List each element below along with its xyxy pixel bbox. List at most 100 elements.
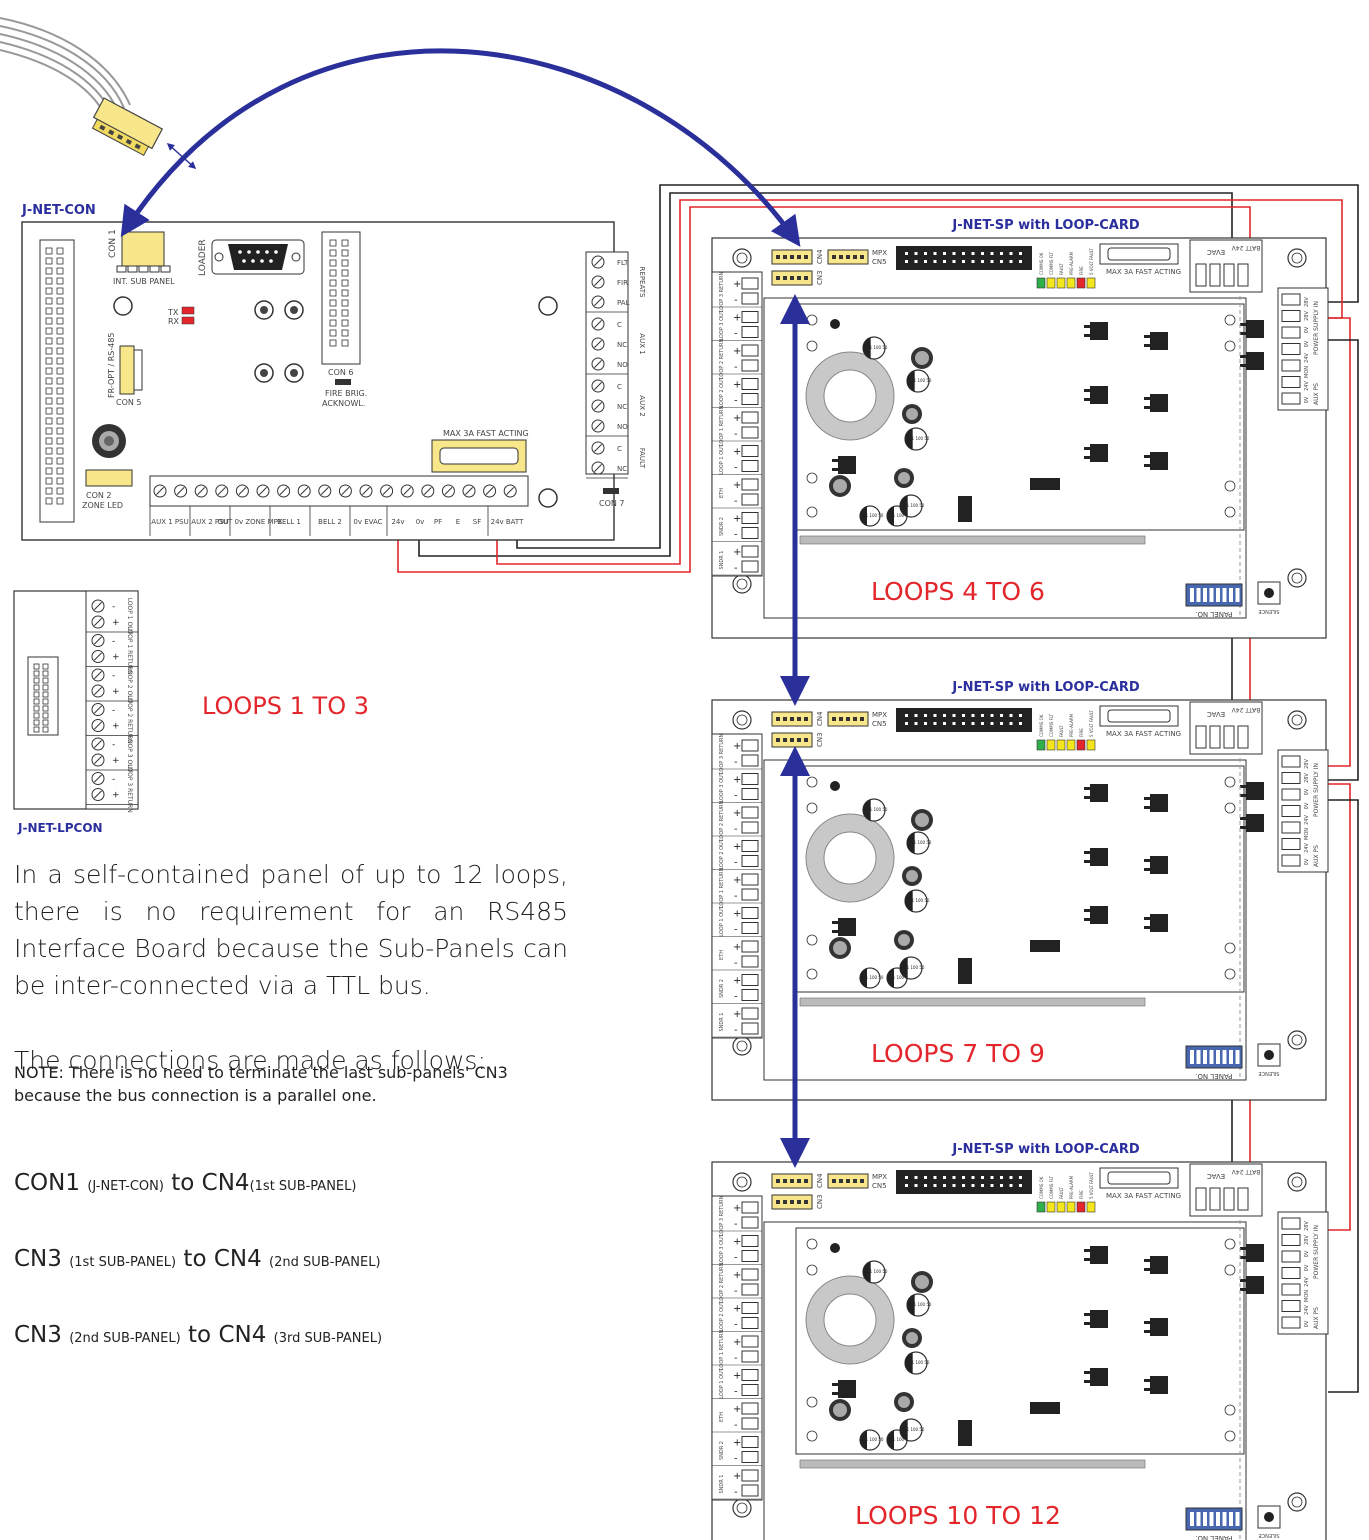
conn1-to-note: (1st SUB-PANEL) [249,1179,357,1194]
svg-text:COMMS FLT: COMMS FLT [1049,713,1054,737]
svg-text:311 100 50: 311 100 50 [861,975,884,980]
svg-text:-: - [112,706,115,716]
conn3-to: CN4 [218,1322,267,1348]
svg-text:-: - [734,958,738,969]
svg-text:ETH: ETH [719,950,725,960]
svg-text:SNDR 2: SNDR 2 [719,517,725,536]
svg-text:-: - [734,1387,738,1398]
svg-text:+: + [733,1438,741,1449]
conn1-from: CON1 [14,1170,81,1196]
svg-text:0V: 0V [1304,802,1310,809]
svg-text:+: + [733,842,741,853]
intro-paragraph: In a self-contained panel of up to 12 lo… [14,860,568,1000]
svg-text:SILENCE: SILENCE [1259,1532,1280,1538]
svg-text:-: - [734,530,738,541]
svg-text:CN3: CN3 [816,732,824,747]
svg-text:+: + [733,447,741,458]
svg-text:SNDR 2: SNDR 2 [719,1441,725,1460]
svg-text:311 100 50: 311 100 50 [865,1269,888,1274]
note-text: NOTE: There is no need to terminate the … [14,1063,508,1105]
sub-panel-loops-label: LOOPS 7 TO 9 [871,1039,1045,1068]
svg-text:LOOP 1 RETURN: LOOP 1 RETURN [719,406,725,447]
svg-text:311 100 50: 311 100 50 [888,975,911,980]
svg-text:FLT: FLT [617,259,629,267]
svg-text:+: + [112,687,120,697]
svg-text:311 100 50: 311 100 50 [865,345,888,350]
svg-text:-: - [112,775,115,785]
svg-text:5 VOLT FAULT: 5 VOLT FAULT [1089,1172,1094,1199]
svg-text:28V: 28V [1304,759,1310,769]
sub-panel-loops-label: LOOPS 4 TO 6 [871,577,1045,606]
conn3-to-word: to [188,1322,212,1348]
conn3-from: CN3 [14,1322,62,1348]
conn1-to-word: to [171,1170,195,1196]
conn3-from-note: (2nd SUB-PANEL) [69,1331,181,1346]
svg-text:LOOP 2 RETURN: LOOP 2 RETURN [126,695,133,744]
svg-text:POWER SUPPLY IN: POWER SUPPLY IN [1313,1225,1320,1279]
svg-text:SNDR 1: SNDR 1 [719,1474,725,1493]
svg-text:-: - [734,1420,738,1431]
svg-text:+: + [733,775,741,786]
loader-label: LOADER [198,239,208,276]
svg-text:BATT 24V: BATT 24V [1231,706,1261,713]
svg-text:24V: 24V [1304,1277,1310,1287]
svg-text:C: C [617,321,622,329]
svg-text:-: - [112,740,115,750]
svg-text:-: - [734,463,738,474]
svg-text:LOOP 2 RETURN: LOOP 2 RETURN [719,339,725,380]
svg-text:LOOP 2 OUT: LOOP 2 OUT [719,838,725,869]
svg-text:+: + [733,380,741,391]
svg-text:PRE-ALARM: PRE-ALARM [1069,713,1074,737]
svg-text:-: - [734,1353,738,1364]
ribbon-header-mid [329,239,349,347]
connections-intro: The connections are made as follows: [14,1046,486,1075]
lpcon-header [33,663,49,733]
svg-text:MON: MON [1304,366,1310,378]
svg-text:C: C [617,445,622,453]
conn1-to: CN4 [201,1170,250,1196]
connection-line-2: CN3 (1st SUB-PANEL) to CN4 (2nd SUB-PANE… [14,1246,381,1272]
svg-text:E: E [456,518,460,526]
svg-text:-: - [112,637,115,647]
ribbon-header-left [45,247,64,505]
svg-text:SNDR 2: SNDR 2 [719,979,725,998]
svg-text:0V: 0V [1304,1264,1310,1271]
svg-text:+: + [733,1009,741,1020]
con1-label: CON 1 [108,229,118,258]
svg-text:+: + [733,514,741,525]
svg-text:+: + [733,808,741,819]
svg-text:311 100 50: 311 100 50 [907,1360,930,1365]
svg-text:LOOP 1 OUT: LOOP 1 OUT [719,1367,725,1398]
svg-text:-: - [734,1286,738,1297]
svg-text:-: - [734,1454,738,1465]
svg-text:+: + [733,909,741,920]
svg-text:+: + [733,346,741,357]
svg-text:-: - [734,563,738,574]
con-board-title: J-NET-CON [21,203,96,218]
svg-text:COMMS FLT: COMMS FLT [1049,1175,1054,1199]
svg-text:24V: 24V [1304,1305,1310,1315]
j-net-lpcon-board: -+LOOP 1 OUT-+LOOP 1 RETURN-+LOOP 2 OUT-… [13,590,369,835]
svg-text:0V: 0V [1304,340,1310,347]
svg-text:+: + [112,791,120,801]
svg-text:POWER SUPPLY IN: POWER SUPPLY IN [1313,763,1320,817]
svg-text:BATT 24V: BATT 24V [1231,1168,1261,1175]
svg-text:24v BATT: 24v BATT [491,518,524,526]
svg-text:-: - [734,992,738,1003]
svg-text:PANEL NO.: PANEL NO. [1195,1534,1232,1540]
svg-text:28V: 28V [1304,1235,1310,1245]
conn3-to-note: (3rd SUB-PANEL) [273,1331,383,1346]
svg-text:COMMS OK: COMMS OK [1039,252,1044,275]
svg-text:BELL 2: BELL 2 [318,518,342,526]
svg-text:-: - [734,925,738,936]
svg-text:311 100 50: 311 100 50 [865,807,888,812]
svg-text:LOOP 2 RETURN: LOOP 2 RETURN [719,801,725,842]
svg-text:LOOP 1 RETURN: LOOP 1 RETURN [719,1330,725,1371]
svg-text:-: - [734,496,738,507]
svg-text:+: + [112,653,120,663]
sub-panel-title: J-NET-SP with LOOP-CARD [951,218,1139,233]
conn2-from: CN3 [14,1246,62,1272]
svg-text:0v: 0v [416,518,425,526]
